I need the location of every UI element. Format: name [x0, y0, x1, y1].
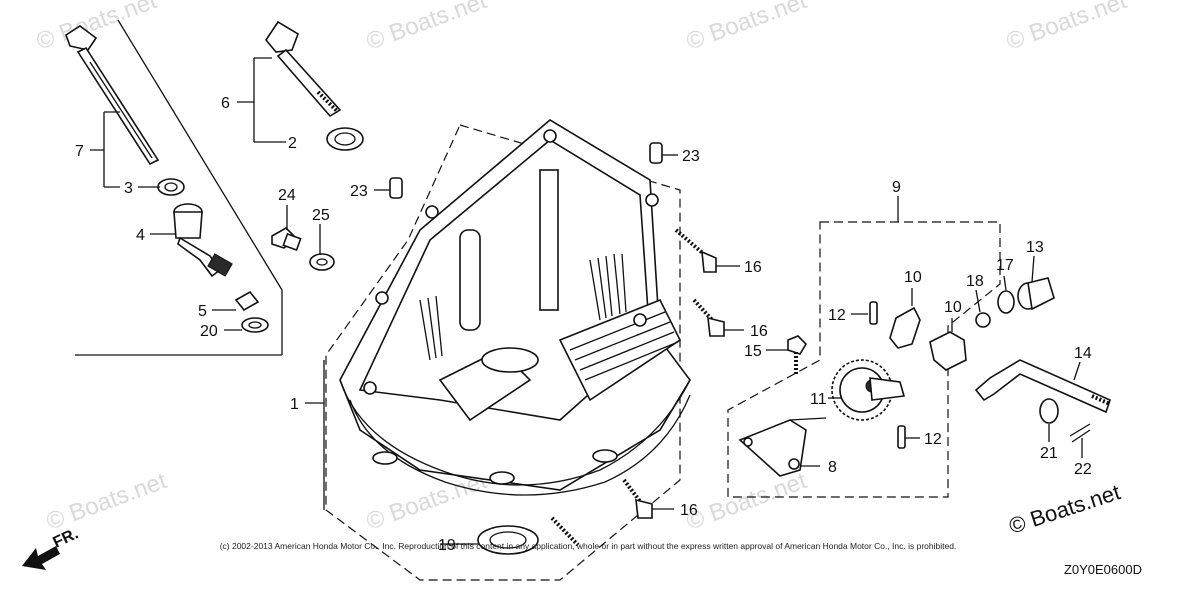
governor-weight-2	[929, 331, 967, 371]
callout-3: 3	[124, 180, 133, 197]
callout-9: 9	[892, 179, 901, 196]
drain-bolt	[271, 227, 302, 252]
copyright-notice: (c) 2002-2013 American Honda Motor Co., …	[220, 541, 957, 551]
diagram-code: Z0Y0E0600D	[1064, 562, 1142, 577]
pin-lower	[897, 425, 906, 449]
dowel-pin-right	[649, 142, 663, 164]
watermark-2: © Boats.net	[363, 0, 491, 56]
pin-upper	[869, 301, 878, 325]
governor-gear	[831, 359, 906, 421]
callout-2: 2	[288, 135, 297, 152]
callout-25: 25	[312, 207, 330, 224]
callout-4: 4	[136, 227, 145, 244]
callout-16-a: 16	[744, 259, 762, 276]
flange-bolt-1	[674, 228, 717, 273]
callout-15: 15	[744, 343, 762, 360]
callout-13: 13	[1026, 239, 1044, 256]
sealing-washer	[309, 253, 335, 271]
callout-11: 11	[810, 391, 827, 408]
callout-23-b: 23	[682, 148, 700, 165]
watermark-4: © Boats.net	[1003, 0, 1131, 56]
callout-12-a: 12	[828, 307, 846, 324]
washer-3	[157, 178, 185, 196]
callout-10-b: 10	[944, 299, 962, 316]
callout-14: 14	[1074, 345, 1092, 362]
flange-bolt-3	[622, 478, 653, 519]
watermark-1: © Boats.net	[33, 0, 161, 56]
callout-7: 7	[75, 143, 84, 160]
callout-21: 21	[1040, 445, 1058, 462]
leader-lines	[90, 57, 1083, 545]
callout-18: 18	[966, 273, 984, 290]
governor-assembly-outline	[727, 221, 1001, 498]
cotter-pin	[1069, 423, 1091, 443]
dipstick-short	[265, 20, 342, 118]
o-ring	[326, 127, 364, 151]
oil-seal	[477, 525, 539, 555]
thrust-washer	[997, 290, 1015, 314]
callout-12-b: 12	[924, 431, 942, 448]
callout-23-a: 23	[350, 183, 368, 200]
governor-weight-1	[889, 306, 921, 349]
case-assembly-outline	[325, 124, 681, 581]
governor-bolt	[787, 335, 808, 376]
governor-slider	[1017, 277, 1055, 311]
retaining-clip	[975, 312, 991, 328]
washer-20	[241, 317, 269, 333]
callouts: 1 2 3 4 5 6 7 8 9 10 10 11 12 12 13 14 1…	[75, 95, 1092, 554]
governor-holder	[738, 417, 827, 477]
crankcase-cover	[339, 119, 691, 496]
callout-10-a: 10	[904, 269, 922, 286]
oil-filler-tube	[173, 203, 233, 278]
group-border-diagonal	[117, 19, 283, 291]
brand-watermark: © Boats.net	[1006, 479, 1123, 538]
callout-8: 8	[828, 459, 837, 476]
flange-bolt-2	[692, 298, 725, 337]
callout-1: 1	[290, 396, 299, 413]
clip-5	[234, 290, 260, 312]
callout-5: 5	[198, 303, 207, 320]
dowel-pin-left	[389, 177, 403, 199]
watermark-5: © Boats.net	[43, 467, 171, 535]
callout-20: 20	[200, 323, 218, 340]
callout-22: 22	[1074, 461, 1092, 478]
callout-16-c: 16	[680, 502, 698, 519]
callout-16-b: 16	[750, 323, 768, 340]
watermark-7: © Boats.net	[683, 467, 811, 535]
watermark-3: © Boats.net	[683, 0, 811, 56]
callout-6: 6	[221, 95, 230, 112]
callout-24: 24	[278, 187, 296, 204]
governor-arm-shaft	[974, 359, 1111, 414]
callout-17: 17	[996, 257, 1014, 274]
callout-19: 19	[438, 537, 456, 554]
dipstick-long	[65, 25, 160, 166]
washer-21	[1039, 398, 1059, 424]
